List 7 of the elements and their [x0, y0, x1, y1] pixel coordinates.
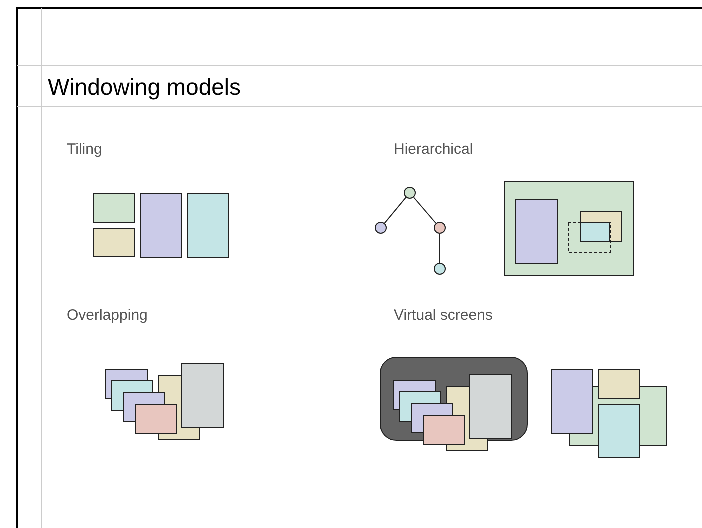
tree-edge	[413, 197, 437, 224]
slide-title: Windowing models	[48, 73, 242, 102]
section-heading: Hierarchical	[394, 140, 474, 160]
section-heading: Virtual screens	[394, 306, 493, 326]
section-heading: Overlapping	[67, 306, 148, 326]
section-heading: Tiling	[67, 140, 102, 160]
tree-edge	[384, 197, 407, 224]
